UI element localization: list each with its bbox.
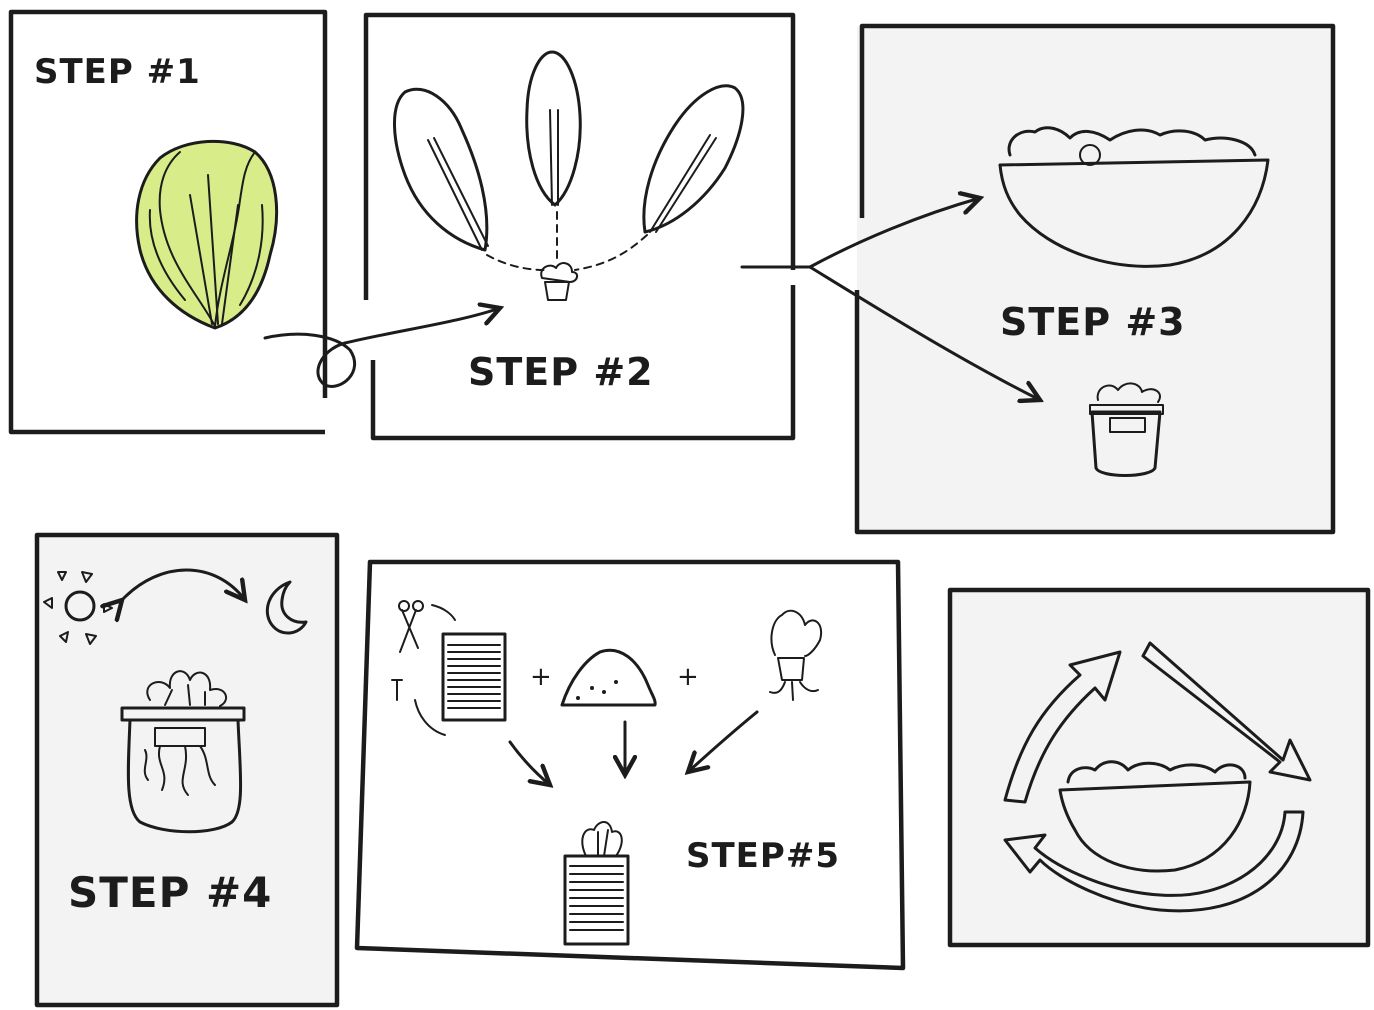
dashed-line-left bbox=[487, 255, 545, 270]
soil-pile-icon bbox=[562, 650, 655, 705]
planted-pot-icon bbox=[565, 822, 628, 944]
step-3-label: STEP #3 bbox=[1000, 300, 1186, 344]
lettuce-head-icon bbox=[137, 141, 277, 328]
right-leaf-icon bbox=[644, 86, 743, 232]
arrow-paper-to-pot bbox=[510, 742, 550, 785]
dashed-line-right bbox=[575, 235, 647, 270]
paper-stack-icon bbox=[443, 634, 505, 720]
arrow-seedling-to-pot bbox=[688, 712, 757, 772]
panel-step-5 bbox=[357, 562, 903, 968]
left-leaf-icon bbox=[394, 89, 488, 250]
step-2-label: STEP #2 bbox=[468, 350, 654, 394]
panel-4-background bbox=[37, 535, 337, 1005]
step-4-label: STEP #4 bbox=[68, 868, 272, 917]
step-5-label: STEP#5 bbox=[686, 836, 840, 876]
panel-5-frame bbox=[357, 562, 903, 968]
seedling-icon bbox=[770, 611, 821, 700]
plus-sign-2: + bbox=[677, 662, 700, 692]
lettuce-stump-icon bbox=[541, 263, 577, 300]
step-1-label: STEP #1 bbox=[34, 52, 201, 92]
loop-arrow-to-step-2 bbox=[265, 308, 500, 386]
center-leaf-icon bbox=[527, 52, 581, 205]
plus-sign-1: + bbox=[530, 662, 553, 692]
scissors-icon bbox=[392, 601, 455, 735]
